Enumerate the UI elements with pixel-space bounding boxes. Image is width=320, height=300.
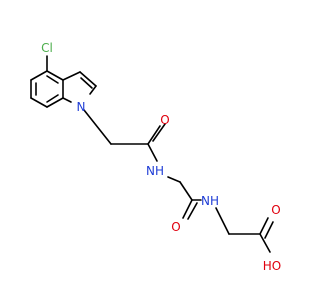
atom-label-acid-carbonyl-oxygen: O — [271, 203, 280, 217]
molecule-drawing: Cl N O NH O NH O HO — [30, 41, 281, 273]
atom-label-indole-nitrogen: N — [77, 100, 86, 114]
bond — [152, 123, 166, 142]
structure-canvas: Cl N O NH O NH O HO — [30, 41, 281, 273]
atom-label-carbonyl-oxygen-1: O — [160, 113, 169, 127]
bond — [264, 221, 274, 239]
bond — [30, 97, 48, 108]
bonds — [30, 55, 274, 253]
atom-label-hydroxyl: HO — [263, 259, 281, 273]
bond — [46, 94, 59, 103]
bond — [30, 70, 48, 81]
bond — [182, 199, 193, 219]
bond — [83, 109, 112, 145]
bond — [215, 207, 230, 235]
atom-label-chlorine: Cl — [41, 41, 53, 55]
bond — [187, 202, 198, 220]
bond — [79, 71, 97, 87]
bond — [80, 77, 93, 89]
atom-label-carbonyl-oxygen-2: O — [171, 220, 180, 234]
bond — [179, 181, 193, 201]
bond — [259, 217, 269, 235]
bond — [147, 125, 161, 145]
bond — [46, 70, 64, 81]
bond — [46, 97, 64, 108]
bond — [62, 71, 81, 81]
atom-label-amide-nitrogen-1: NH — [146, 164, 164, 178]
bond — [46, 75, 59, 84]
atom-label-amide-nitrogen-2: NH — [201, 194, 219, 208]
bond — [89, 85, 97, 95]
atom-labels: Cl N O NH O NH O HO — [41, 41, 281, 273]
bond — [259, 233, 271, 253]
bond — [167, 176, 181, 183]
bond — [62, 97, 72, 103]
bond — [147, 143, 158, 162]
